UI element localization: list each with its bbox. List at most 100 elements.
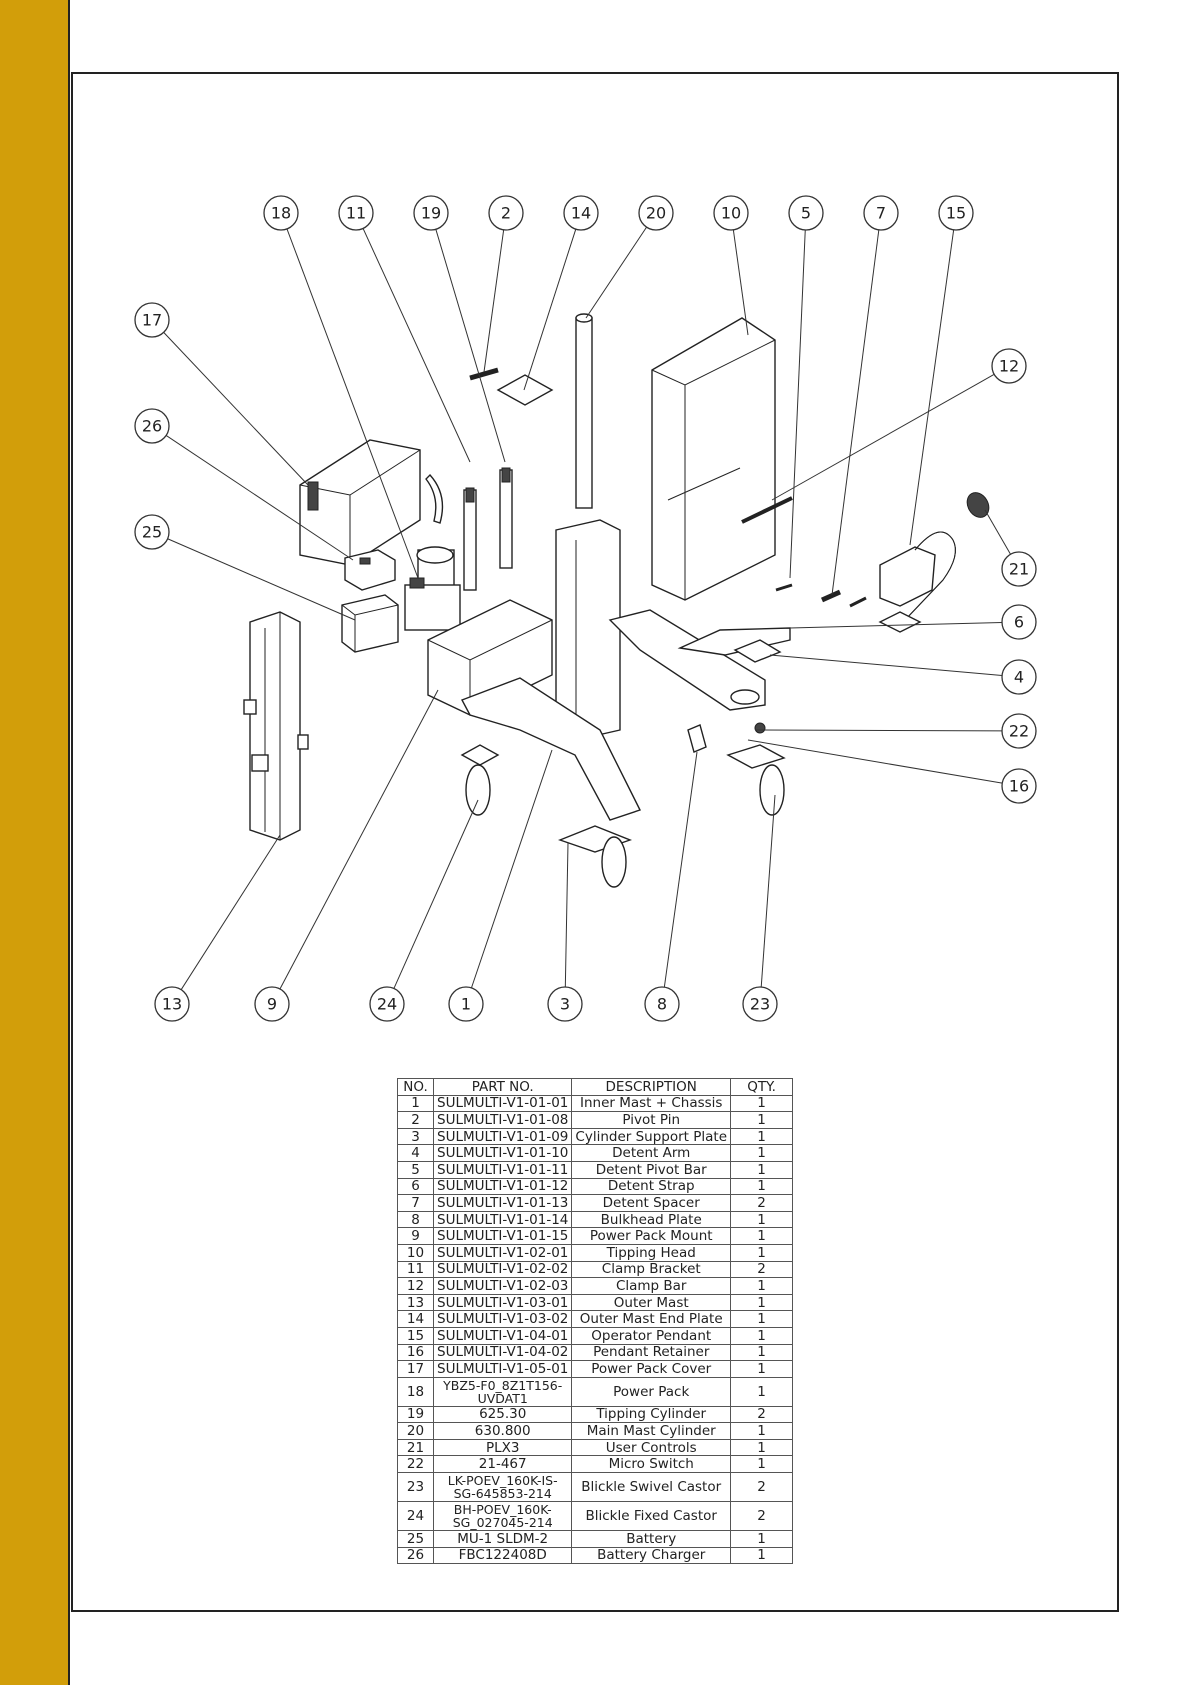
cell-no: 13 (397, 1293, 434, 1312)
cell-part-no: SULMULTI-V1-05-01 (432, 1360, 573, 1378)
detent-strap-and-arm-part (677, 627, 791, 663)
balloon-26: 26 (134, 408, 170, 444)
cell-description: Pendant Retainer (571, 1343, 732, 1362)
leader-line-19 (435, 229, 506, 463)
cell-description: Outer Mast (571, 1293, 732, 1312)
battery-part (341, 594, 399, 653)
balloon-circle (644, 986, 680, 1022)
cell-no: 8 (397, 1210, 434, 1229)
balloon-9: 9 (254, 986, 290, 1022)
balloon-circle (563, 195, 599, 231)
cell-qty: 1 (730, 1546, 794, 1565)
cell-no: 23 (397, 1472, 434, 1503)
leader-line-2 (483, 229, 505, 373)
tipping-head-part (651, 317, 776, 601)
balloon-20: 20 (638, 195, 674, 231)
cell-qty: 1 (730, 1094, 794, 1113)
cell-qty: 1 (730, 1177, 794, 1196)
cell-part-no: SULMULTI-V1-01-14 (432, 1210, 573, 1229)
balloon-circle (547, 986, 583, 1022)
cell-qty: 1 (730, 1160, 794, 1179)
fixed-castor-part (460, 744, 500, 816)
power-pack-part (404, 546, 461, 631)
balloon-label: 2 (501, 204, 511, 223)
balloon-label: 6 (1014, 613, 1024, 632)
clamp-brackets-and-cylinders (425, 467, 513, 591)
balloon-2: 2 (488, 195, 524, 231)
balloon-label: 8 (657, 995, 667, 1014)
cell-no: 9 (397, 1227, 434, 1245)
leader-line-20 (585, 226, 647, 319)
balloon-circle (713, 195, 749, 231)
cell-description: Inner Mast + Chassis (571, 1094, 732, 1113)
balloon-circle (1001, 713, 1037, 749)
balloon-24: 24 (369, 986, 405, 1022)
leader-line-7 (831, 229, 880, 596)
balloon-11: 11 (338, 195, 374, 231)
leader-line-18 (286, 228, 419, 579)
balloon-circle (1001, 604, 1037, 640)
cell-qty: 1 (730, 1227, 794, 1245)
cell-description: Power Pack (571, 1376, 732, 1407)
cell-description: Power Pack Cover (571, 1360, 732, 1378)
cell-part-no: SULMULTI-V1-04-01 (432, 1326, 573, 1345)
inner-mast-chassis-part (461, 519, 766, 821)
cell-part-no: SULMULTI-V1-02-03 (432, 1277, 573, 1295)
cell-qty: 1 (730, 1530, 794, 1548)
balloon-label: 3 (560, 995, 570, 1014)
header-qty: QTY. (730, 1078, 794, 1096)
balloon-3: 3 (547, 986, 583, 1022)
cell-description: Micro Switch (571, 1455, 732, 1474)
cell-no: 4 (397, 1144, 434, 1162)
balloon-10: 10 (713, 195, 749, 231)
leader-line-5 (789, 229, 806, 579)
cell-part-no: SULMULTI-V1-01-10 (432, 1144, 573, 1162)
cell-part-no: SULMULTI-V1-03-01 (432, 1293, 573, 1312)
cell-part-no: SULMULTI-V1-01-12 (432, 1177, 573, 1196)
cell-part-no: FBC122408D (432, 1546, 573, 1565)
cell-qty: 1 (730, 1455, 794, 1474)
balloon-label: 9 (267, 995, 277, 1014)
balloon-circle (134, 408, 170, 444)
balloon-circle (863, 195, 899, 231)
leader-line-22 (754, 729, 1003, 732)
balloon-label: 5 (801, 204, 811, 223)
cell-description: Tipping Cylinder (571, 1405, 732, 1424)
leader-line-11 (362, 228, 471, 463)
cell-no: 1 (397, 1094, 434, 1113)
leader-line-6 (789, 621, 1003, 629)
leader-line-4 (769, 654, 1003, 677)
operator-pendant-part (878, 531, 956, 633)
cell-qty: 1 (730, 1360, 794, 1378)
main-mast-cylinder-part (575, 313, 593, 509)
cell-part-no: SULMULTI-V1-03-02 (432, 1310, 573, 1328)
balloon-label: 16 (1009, 777, 1029, 796)
balloon-6: 6 (1001, 604, 1037, 640)
cell-part-no: SULMULTI-V1-01-09 (432, 1127, 573, 1146)
battery-charger-part (344, 549, 396, 591)
cell-qty: 1 (730, 1438, 794, 1457)
balloon-circle (134, 514, 170, 550)
cell-qty: 1 (730, 1310, 794, 1328)
leader-line-17 (163, 332, 309, 486)
outer-mast-part (243, 611, 309, 841)
cell-description: Outer Mast End Plate (571, 1310, 732, 1328)
header-part-no: PART NO. (432, 1078, 573, 1096)
balloon-circle (369, 986, 405, 1022)
cell-part-no: SULMULTI-V1-01-01 (432, 1094, 573, 1113)
power-pack-cover-part (299, 439, 421, 566)
